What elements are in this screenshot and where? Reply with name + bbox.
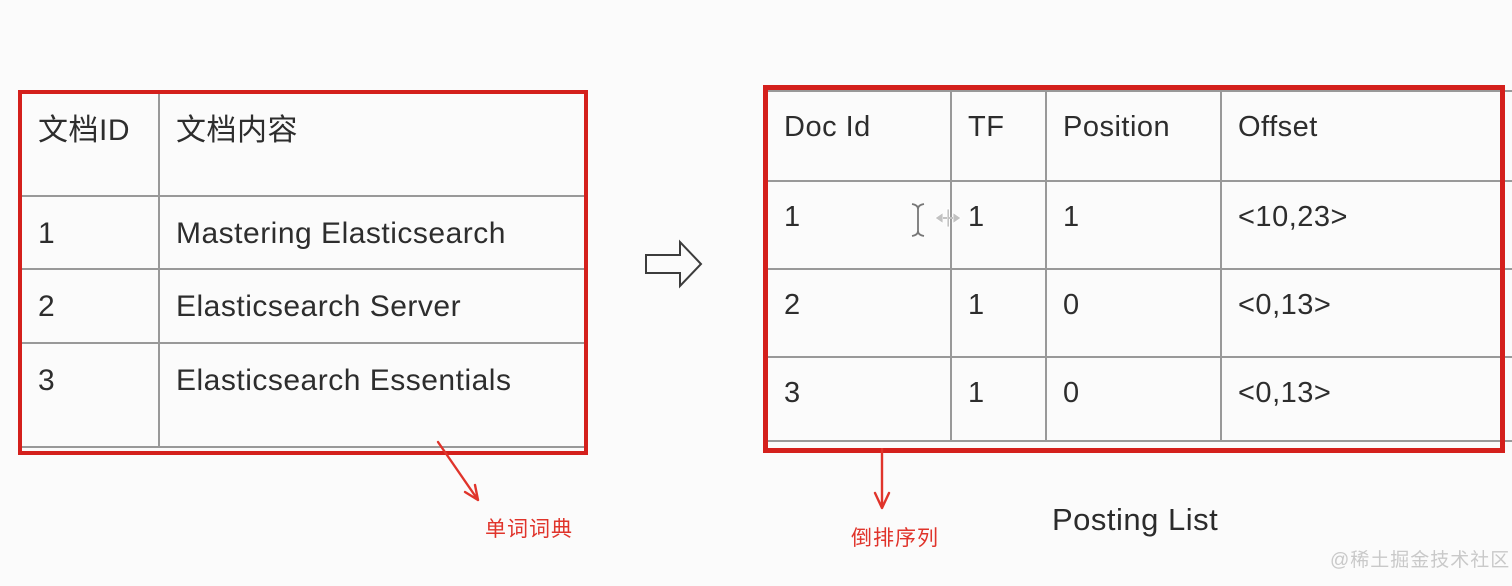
- dictionary-table: 文档ID 文档内容 1 Mastering Elasticsearch 2 El…: [18, 90, 588, 455]
- gridline-stub: [1505, 440, 1512, 442]
- table-cell: 0: [1047, 358, 1222, 442]
- column-header: TF: [952, 90, 1047, 182]
- table-cell: 3: [768, 358, 952, 442]
- table-cell: Elasticsearch Server: [160, 270, 584, 344]
- table-cell: <0,13>: [1222, 270, 1500, 358]
- column-header: Position: [1047, 90, 1222, 182]
- table-cell: 1: [952, 182, 1047, 270]
- column-header: 文档内容: [160, 94, 584, 197]
- flow-arrow-icon: [644, 239, 704, 291]
- gridline-stub: [1505, 356, 1512, 358]
- text-cursor-icon: [910, 202, 926, 238]
- dictionary-annotation-label: 单词词典: [485, 518, 573, 541]
- posting-annotation-label: 倒排序列: [851, 527, 939, 550]
- table-cell: 1: [952, 358, 1047, 442]
- column-resize-cursor-icon: [934, 207, 962, 229]
- left-annotation-arrow-icon: [430, 438, 492, 512]
- table-cell: 2: [768, 270, 952, 358]
- table-cell: <10,23>: [1222, 182, 1500, 270]
- table-cell: Elasticsearch Essentials: [160, 344, 584, 448]
- column-header: Doc Id: [768, 90, 952, 182]
- dictionary-table-grid: 文档ID 文档内容 1 Mastering Elasticsearch 2 El…: [22, 94, 584, 451]
- gridline-stub: [1505, 268, 1512, 270]
- table-cell: 1: [768, 182, 952, 270]
- table-cell: Mastering Elasticsearch: [160, 197, 584, 270]
- table-cell: 3: [22, 344, 160, 448]
- right-annotation-arrow-icon: [866, 448, 898, 518]
- table-cell: 1: [22, 197, 160, 270]
- table-cell: 2: [22, 270, 160, 344]
- table-cell: 0: [1047, 270, 1222, 358]
- watermark: @稀土掘金技术社区: [1330, 550, 1511, 571]
- table-cell: <0,13>: [1222, 358, 1500, 442]
- posting-list-caption: Posting List: [1052, 502, 1219, 537]
- table-cell: 1: [952, 270, 1047, 358]
- posting-table-grid: Doc Id TF Position Offset 1 1 1 <10,23> …: [768, 90, 1500, 448]
- gridline-stub: [1505, 180, 1512, 182]
- table-cell: 1: [1047, 182, 1222, 270]
- posting-table: Doc Id TF Position Offset 1 1 1 <10,23> …: [763, 85, 1505, 453]
- column-header: 文档ID: [22, 94, 160, 197]
- gridline-stub: [1505, 90, 1512, 92]
- column-header: Offset: [1222, 90, 1500, 182]
